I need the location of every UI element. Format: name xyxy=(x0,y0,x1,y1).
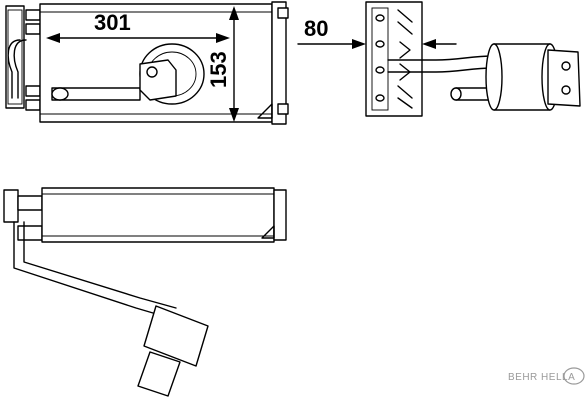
side-view xyxy=(365,1,581,117)
depth-dimension: 80 xyxy=(297,16,457,49)
bottom-view xyxy=(3,187,287,397)
height-dimension: 153 xyxy=(206,6,239,122)
width-dimension: 301 xyxy=(46,10,230,43)
front-view xyxy=(5,1,289,125)
width-dimension-label: 301 xyxy=(94,10,131,35)
height-dimension-label: 153 xyxy=(206,51,231,88)
brand-logo: BEHR HELLA xyxy=(508,367,585,385)
brand-logo-text: BEHR HELLA xyxy=(508,372,575,383)
depth-dimension-label: 80 xyxy=(304,16,328,41)
